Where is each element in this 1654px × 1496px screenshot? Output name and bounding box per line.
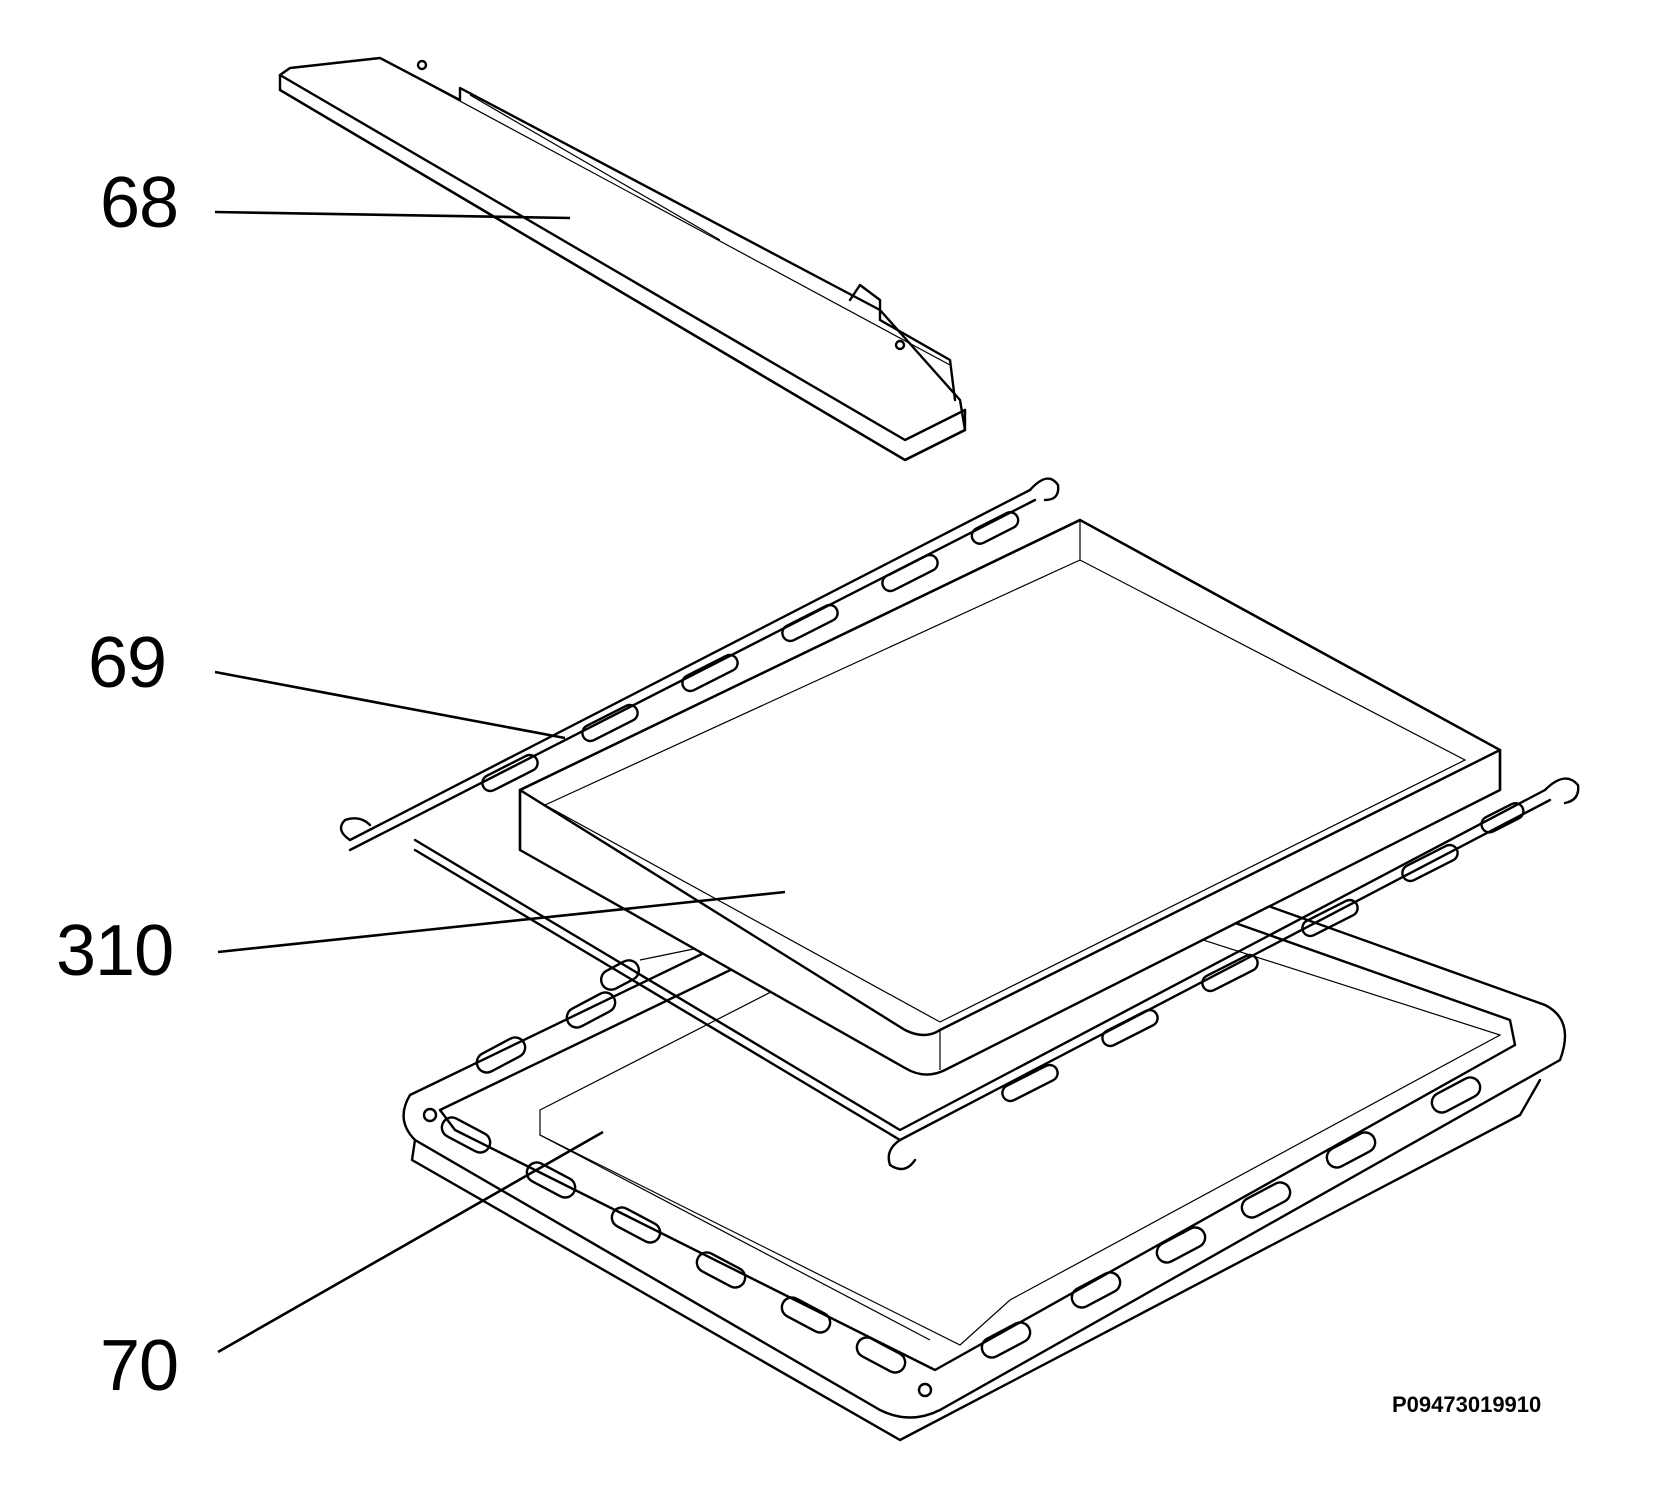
callout-310: 310 [56, 911, 174, 991]
leader-310 [217, 890, 786, 954]
callout-70: 70 [100, 1326, 179, 1406]
callout-69: 69 [88, 623, 167, 703]
part-69-rollers [481, 511, 1525, 1103]
part-310-tray [518, 518, 1502, 1076]
leader-68 [214, 210, 571, 220]
part-68-rail [278, 56, 967, 462]
leader-70 [217, 1130, 604, 1354]
callout-68: 68 [100, 163, 179, 243]
leader-69 [214, 670, 566, 740]
part-70-slots [440, 959, 1482, 1374]
drawing-code: P09473019910 [1392, 1392, 1542, 1417]
leader-lines [214, 210, 786, 1354]
